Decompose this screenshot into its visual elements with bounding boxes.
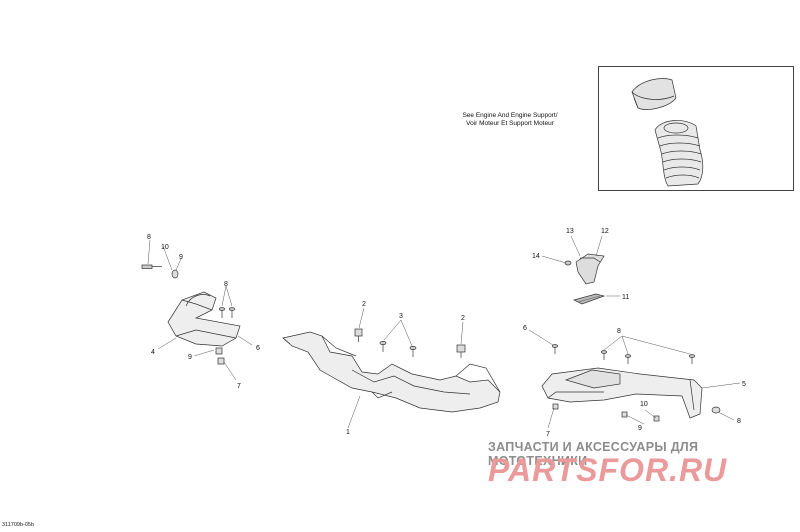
callout-9-a: 9	[179, 254, 183, 261]
callout-2-left: 2	[362, 301, 366, 308]
inset-rubber-cap	[631, 78, 677, 110]
callout-8-c: 8	[617, 328, 621, 335]
inset-corrugated-boot	[654, 120, 704, 187]
part-1-lower-tray	[282, 331, 501, 413]
callout-8-d: 8	[737, 418, 741, 425]
callout-labels: 1 2 2 3 4 5 6 6 7 7 8 8 8 8 9 9 9 10 10 …	[147, 228, 746, 438]
callout-6-right: 6	[523, 325, 527, 332]
callout-13: 13	[566, 228, 574, 235]
part-11-rubber-pad	[573, 293, 606, 305]
part-2-clip-left	[354, 328, 363, 342]
callout-4: 4	[151, 349, 155, 356]
callout-8-a: 8	[147, 234, 151, 241]
callout-7-right: 7	[546, 431, 550, 438]
part-5-right-bracket	[541, 367, 703, 419]
callout-9-c: 9	[638, 425, 642, 432]
note-line-1: See Engine And Engine Support/	[462, 112, 558, 119]
part-2-clip-right	[456, 344, 466, 358]
part-14-mount-screw	[564, 260, 572, 266]
engine-support-inset-frame	[598, 66, 794, 191]
callout-7-left: 7	[237, 383, 241, 390]
callout-10-b: 10	[640, 401, 648, 408]
callout-10-a: 10	[161, 244, 169, 251]
callout-9-b: 9	[188, 354, 192, 361]
part-3-screw-b	[409, 346, 417, 357]
part-8-left-screws	[219, 307, 235, 318]
callout-3: 3	[399, 313, 403, 320]
callout-14: 14	[532, 253, 540, 260]
part-10-left-bolt	[141, 264, 162, 269]
leader-lines	[147, 235, 741, 429]
watermark-tagline: ЗАПЧАСТИ И АКСЕССУАРЫ ДЛЯ МОТОТЕХНИКИ	[488, 440, 699, 468]
watermark-logo: PARTSFOR.RU	[488, 452, 728, 488]
callout-1: 1	[346, 429, 350, 436]
part-12-13-mount	[575, 253, 605, 285]
part-9-left-washer	[171, 269, 179, 279]
callout-6-left: 6	[256, 345, 260, 352]
note-line-2: Voir Moteur Et Support Moteur	[466, 120, 554, 127]
callout-2-right: 2	[461, 315, 465, 322]
right-screws	[552, 344, 721, 422]
callout-11: 11	[622, 294, 629, 301]
callout-5: 5	[742, 381, 746, 388]
callout-8-b: 8	[224, 281, 228, 288]
drawing-code: 311709b-05b	[2, 522, 35, 528]
engine-support-reference-note: See Engine And Engine Support/ Voir Mote…	[440, 112, 580, 128]
part-3-screw-a	[379, 341, 387, 352]
callout-12: 12	[601, 228, 609, 235]
part-9-left-nut-lower	[215, 347, 225, 365]
part-4-left-bracket	[167, 291, 241, 347]
